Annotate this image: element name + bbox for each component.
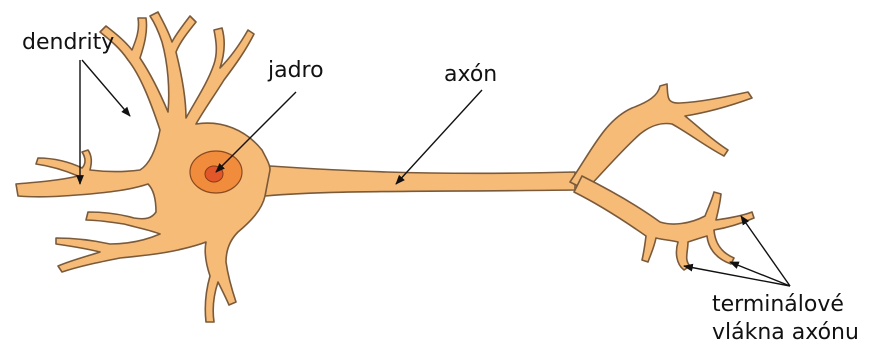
axon-terminal-lower	[574, 176, 754, 270]
label-dendrites: dendrity	[22, 30, 114, 56]
label-terminals-line1: terminálové	[712, 292, 844, 318]
arrow-dendrite-upper	[82, 60, 130, 116]
arrow-terminal-3	[684, 266, 790, 286]
label-terminals-line2: vlákna axónu	[712, 320, 859, 346]
axon-terminal-upper	[570, 84, 752, 190]
label-nucleus: jadro	[268, 58, 324, 84]
neuron-cell	[16, 12, 754, 322]
axon-shaft	[265, 166, 575, 196]
arrow-axon	[396, 90, 482, 184]
label-axon: axón	[444, 62, 497, 88]
